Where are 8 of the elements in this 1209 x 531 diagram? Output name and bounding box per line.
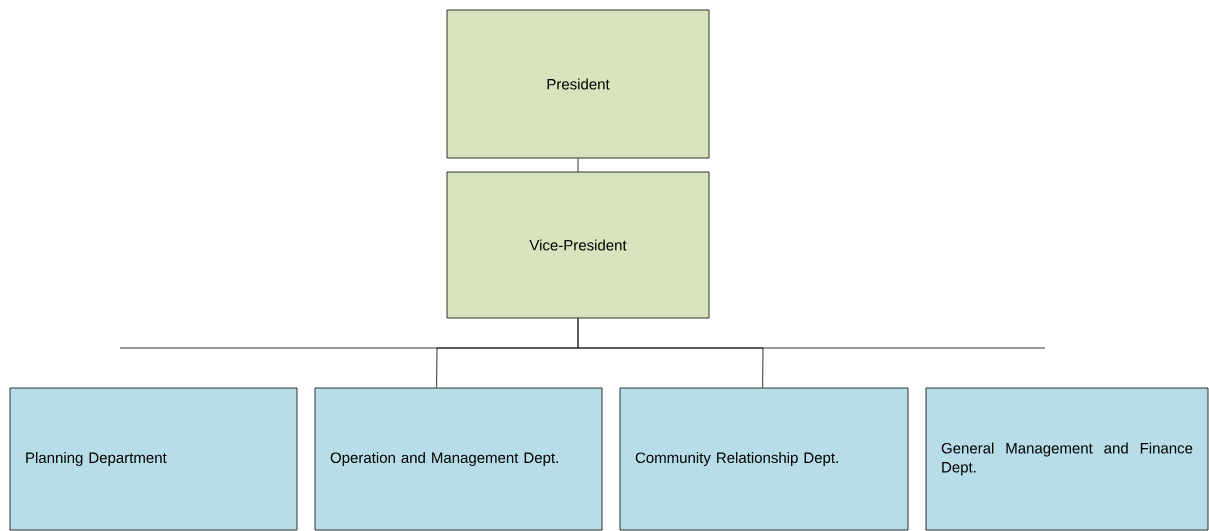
- department-box: General Management and Finance Dept.: [925, 387, 1209, 531]
- connector-line: [577, 318, 764, 388]
- department-box: Community Relationship Dept.: [619, 387, 909, 531]
- position-box: Vice-President: [446, 171, 710, 319]
- position-box: President: [446, 9, 710, 159]
- connector-line: [577, 158, 579, 172]
- department-box: Planning Department: [9, 387, 298, 531]
- department-box: Operation and Management Dept.: [314, 387, 603, 531]
